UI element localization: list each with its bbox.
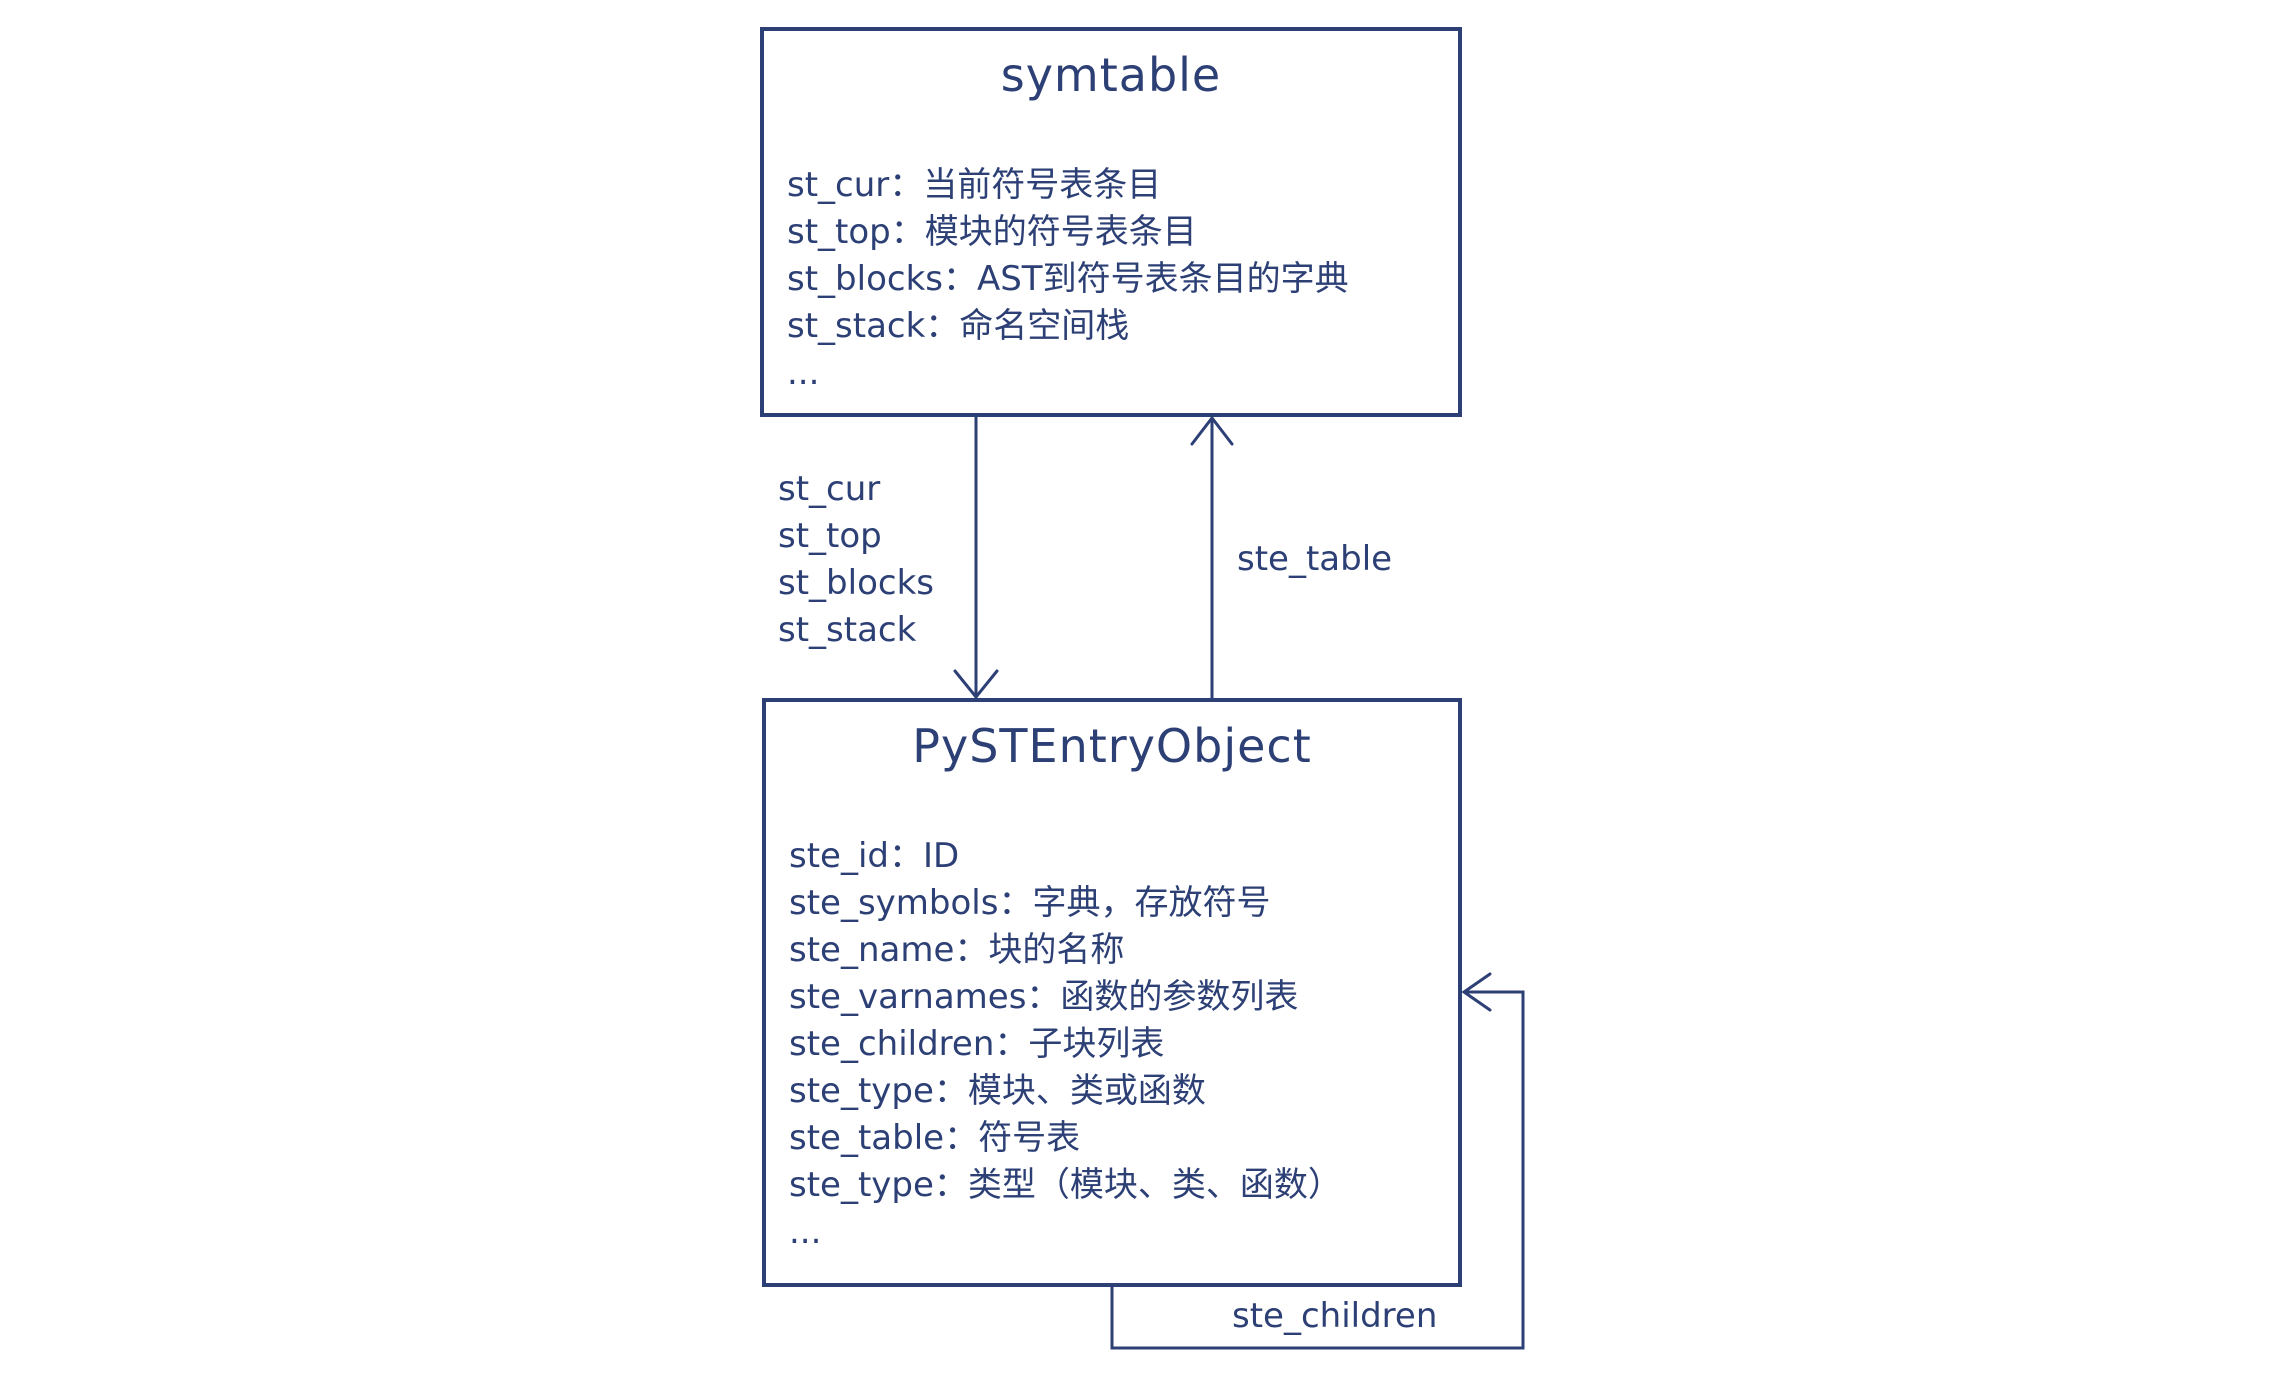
field-st-cur: st_cur：当前符号表条目 xyxy=(787,165,1162,205)
field-ellipsis: ... xyxy=(787,353,820,393)
field-st-blocks: st_blocks：AST到符号表条目的字典 xyxy=(787,259,1349,299)
edge-label-ste-table: ste_table xyxy=(1237,539,1393,579)
box-title-pystentryobject: PySTEntryObject xyxy=(912,719,1312,773)
field-st-stack: st_stack：命名空间栈 xyxy=(787,306,1130,346)
arrow-symtable-to-entry xyxy=(953,415,999,700)
edge-label-group-down-arrow: st_cur st_top st_blocks st_stack xyxy=(778,466,934,654)
class-box-pystentryobject: PySTEntryObject ste_id：ID ste_symbols：字典… xyxy=(762,698,1462,1287)
field-ste-type-2: ste_type：类型（模块、类、函数） xyxy=(789,1165,1342,1205)
field-ste-id: ste_id：ID xyxy=(789,836,960,876)
edge-label-st-top: st_top xyxy=(778,516,882,556)
field-list-pystentryobject: ste_id：ID ste_symbols：字典，存放符号 ste_name：块… xyxy=(789,833,1452,1256)
field-st-top: st_top：模块的符号表条目 xyxy=(787,212,1197,252)
box-title-symtable: symtable xyxy=(1000,48,1222,102)
field-ste-children: ste_children：子块列表 xyxy=(789,1024,1165,1064)
field-ellipsis: ... xyxy=(789,1212,822,1252)
field-ste-type: ste_type：模块、类或函数 xyxy=(789,1071,1206,1111)
edge-label-ste-children: ste_children xyxy=(1232,1296,1438,1336)
edge-label-st-cur: st_cur xyxy=(778,469,881,509)
field-ste-symbols: ste_symbols：字典，存放符号 xyxy=(789,883,1271,923)
field-ste-name: ste_name：块的名称 xyxy=(789,930,1125,970)
edge-label-st-stack: st_stack xyxy=(778,610,917,650)
field-ste-table: ste_table：符号表 xyxy=(789,1118,1081,1158)
field-ste-varnames: ste_varnames：函数的参数列表 xyxy=(789,977,1299,1017)
edge-label-st-blocks: st_blocks xyxy=(778,563,934,603)
arrow-entry-to-symtable xyxy=(1190,415,1234,700)
class-box-symtable: symtable st_cur：当前符号表条目 st_top：模块的符号表条目 … xyxy=(760,27,1462,417)
field-list-symtable: st_cur：当前符号表条目 st_top：模块的符号表条目 st_blocks… xyxy=(787,162,1452,397)
